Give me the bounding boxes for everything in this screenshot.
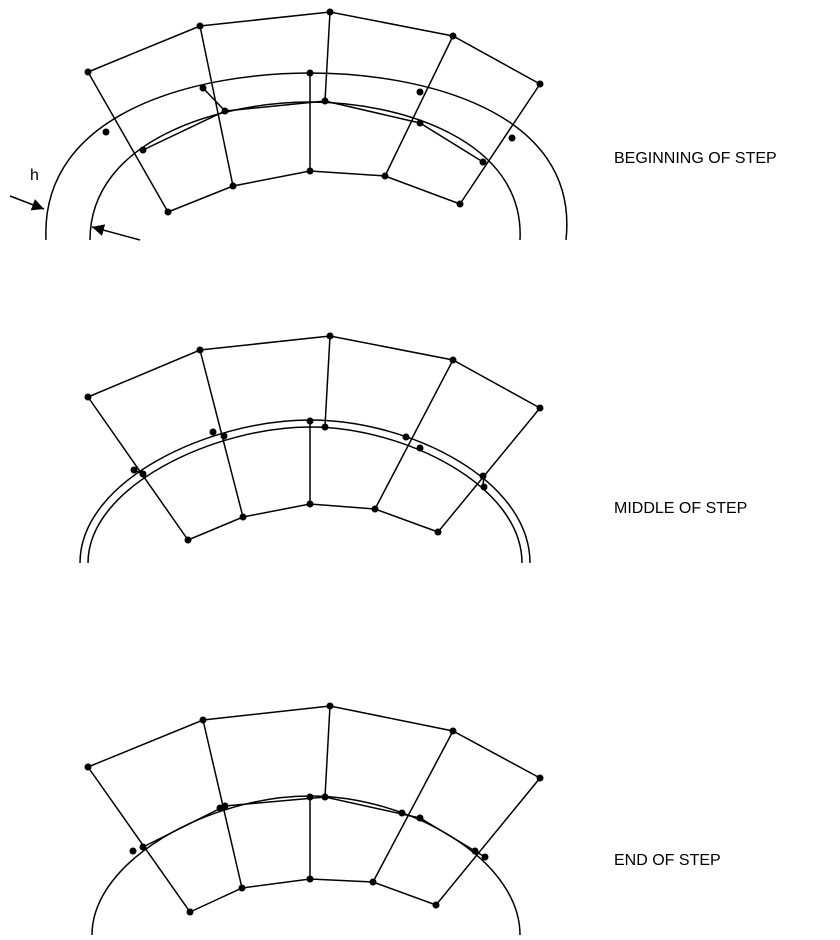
mesh-radial-1 <box>87 396 189 541</box>
label-end-of-step: END OF STEP <box>614 852 721 869</box>
mesh-top-edge <box>87 705 541 779</box>
mesh-radial-2 <box>199 349 244 518</box>
h-arrow-inner <box>91 224 141 241</box>
mesh-radial-2 <box>199 25 234 187</box>
mesh-mid-row <box>142 100 484 163</box>
outer-surface-arc <box>45 72 568 241</box>
panel-middle-nodes <box>84 332 544 544</box>
mesh-radial-4 <box>374 359 454 510</box>
panel-middle <box>79 335 541 564</box>
mesh-radial-3 <box>324 11 331 102</box>
label-middle-of-step: MIDDLE OF STEP <box>614 500 748 517</box>
panel-beginning-nodes <box>84 8 544 216</box>
mesh-radial-3 <box>324 705 331 798</box>
panel-end <box>87 705 541 936</box>
panel-beginning <box>9 11 568 241</box>
mesh-mid-row <box>142 796 486 858</box>
mesh-radial-5 <box>435 777 541 906</box>
surface-arc <box>91 795 521 936</box>
outer-surface-arc <box>79 419 531 564</box>
mesh-radial-5 <box>437 407 541 533</box>
mesh-bottom-row <box>189 878 437 913</box>
mesh-radial-1 <box>87 766 191 913</box>
panel-end-nodes <box>84 702 544 916</box>
mesh-bottom-row <box>187 503 439 541</box>
mesh-bottom-row <box>167 170 461 213</box>
mesh-radial-4 <box>372 730 454 883</box>
label-beginning-of-step: BEGINNING OF STEP <box>614 150 777 167</box>
inner-surface-arc <box>87 426 523 564</box>
mesh-radial-4 <box>384 35 454 177</box>
inner-surface-arc <box>89 101 521 241</box>
h-arrow-outer <box>9 195 45 211</box>
mesh-top-edge <box>87 335 541 409</box>
mesh-radial-2b <box>202 87 226 112</box>
mesh-radial-1 <box>87 71 169 213</box>
mesh-radial-3 <box>324 335 331 427</box>
thickness-label-h: h <box>30 167 39 184</box>
mesh-radial-5 <box>459 83 541 205</box>
